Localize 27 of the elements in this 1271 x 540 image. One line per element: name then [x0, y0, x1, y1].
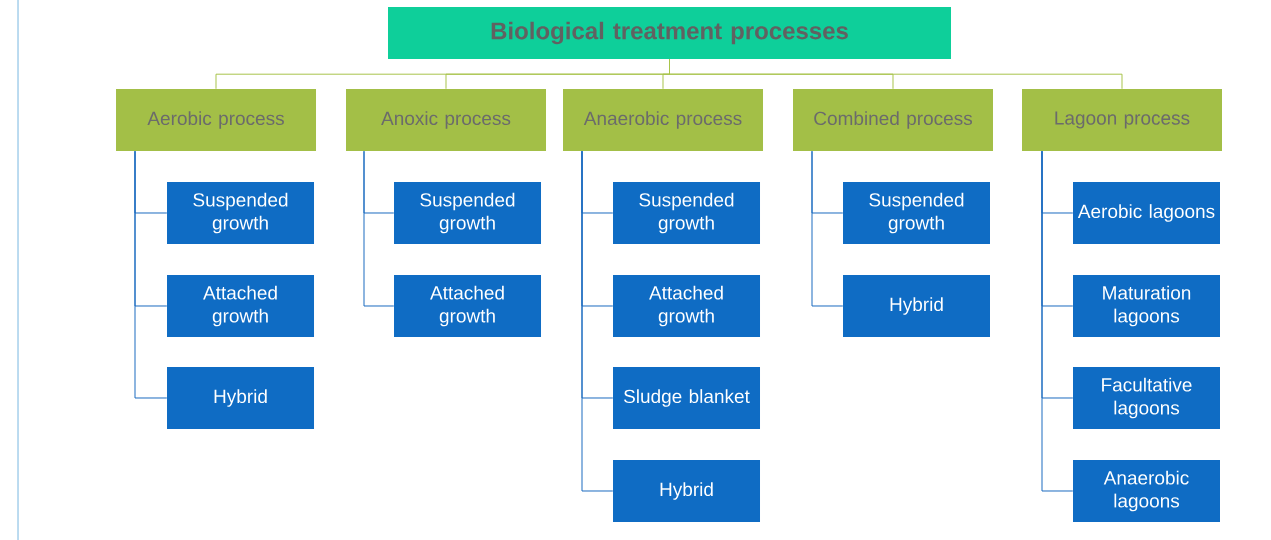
- process-box: Maturation lagoons: [1073, 275, 1220, 337]
- process-box: Hybrid: [167, 367, 314, 429]
- title-box: Biological treatment processes: [388, 7, 951, 59]
- connector-line: [811, 150, 844, 307]
- category-box: Anoxic process: [346, 89, 546, 151]
- process-box: Hybrid: [613, 460, 760, 522]
- connector-line: [581, 150, 614, 492]
- process-box: Attached growth: [394, 275, 541, 337]
- category-box: Anaerobic process: [563, 89, 763, 151]
- connector-line: [1041, 150, 1074, 492]
- process-box: Attached growth: [167, 275, 314, 337]
- process-box: Suspended growth: [843, 182, 990, 244]
- category-box: Aerobic process: [116, 89, 316, 151]
- category-box: Lagoon process: [1022, 89, 1222, 151]
- process-box: Suspended growth: [167, 182, 314, 244]
- process-box: Anaerobic lagoons: [1073, 460, 1220, 522]
- process-box: Suspended growth: [394, 182, 541, 244]
- connector-line: [363, 150, 395, 307]
- connector-line: [134, 150, 168, 399]
- process-box: Suspended growth: [613, 182, 760, 244]
- category-box: Combined process: [793, 89, 993, 151]
- process-box: Attached growth: [613, 275, 760, 337]
- connector-line: [669, 58, 1123, 90]
- process-box: Hybrid: [843, 275, 990, 337]
- process-box: Aerobic lagoons: [1073, 182, 1220, 244]
- process-box: Sludge blanket: [613, 367, 760, 429]
- process-box: Facultative lagoons: [1073, 367, 1220, 429]
